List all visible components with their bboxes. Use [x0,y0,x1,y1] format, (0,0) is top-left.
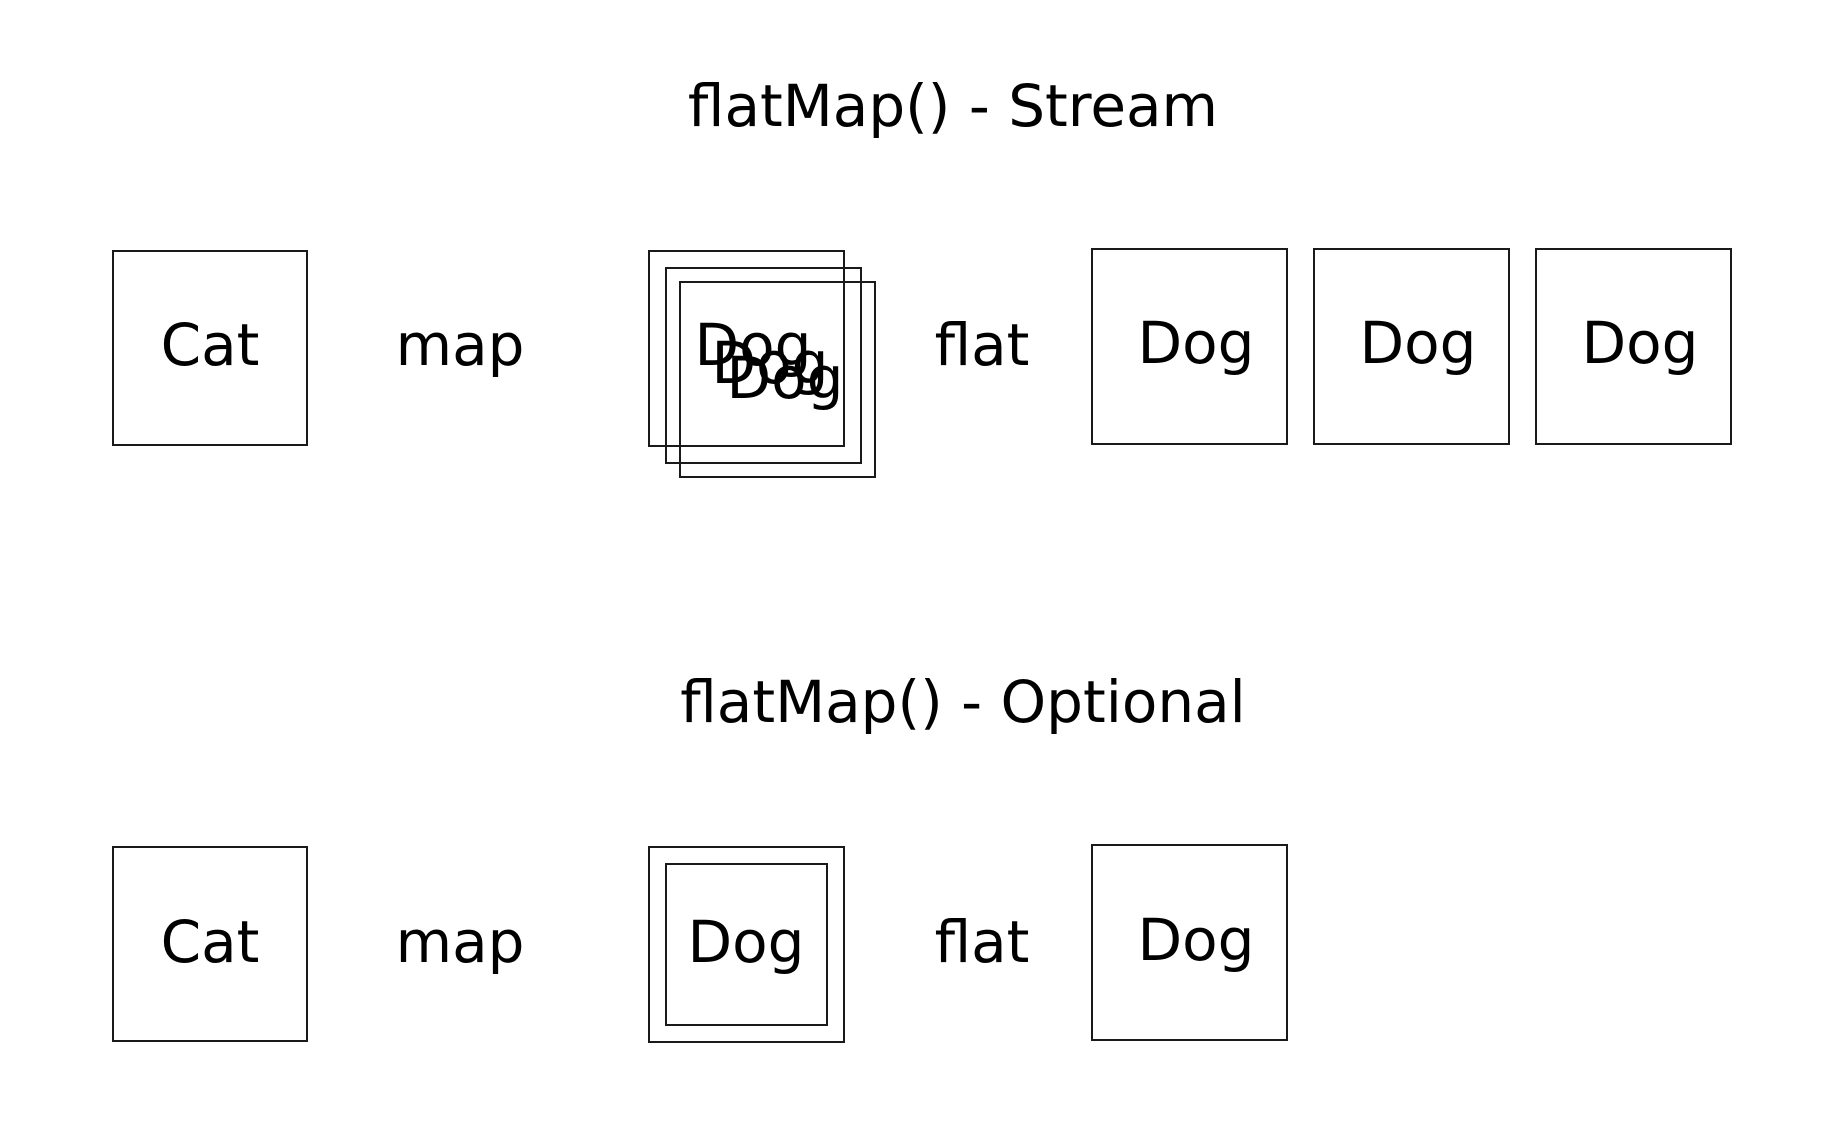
optional-output-label: Dog [1137,906,1255,974]
optional-inner-box [665,863,828,1026]
stream-nested-box-3 [679,281,876,478]
optional-input-label: Cat [160,908,260,976]
stream-nested-label-1: Dog [694,311,812,379]
stream-nested-label-3: Dog [726,344,844,412]
stream-output-box-1 [1091,248,1288,445]
stream-output-label-3: Dog [1581,309,1699,377]
stream-output-box-2 [1313,248,1510,445]
stream-input-box [112,250,308,446]
optional-nested-label: Dog [687,908,805,976]
optional-output-box [1091,844,1288,1041]
stream-nested-box-1 [648,250,845,447]
optional-title: flatMap() - Optional [680,668,1246,736]
stream-map-label: map [395,311,525,379]
stream-output-label-1: Dog [1137,309,1255,377]
optional-map-label: map [395,908,525,976]
optional-outer-box [648,846,845,1043]
stream-output-box-3 [1535,248,1732,445]
stream-flat-label: flat [934,311,1030,379]
stream-title: flatMap() - Stream [687,72,1219,140]
stream-nested-box-2 [665,267,862,464]
stream-output-label-2: Dog [1359,309,1477,377]
optional-flat-label: flat [934,908,1030,976]
optional-input-box [112,846,308,1042]
stream-nested-label-2: Dog [711,329,829,397]
stream-input-label: Cat [160,311,260,379]
